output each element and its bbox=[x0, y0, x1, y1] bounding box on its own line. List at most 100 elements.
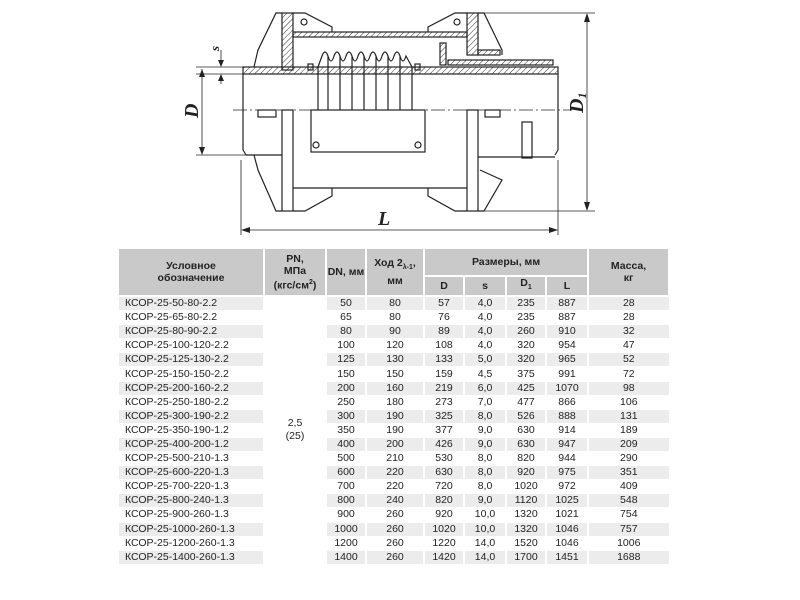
cell-l: 887 bbox=[544, 310, 589, 326]
cell-stroke: 240 bbox=[365, 493, 425, 509]
pn-value-kgf: (25) bbox=[285, 430, 305, 443]
cell-d: 530 bbox=[423, 451, 465, 467]
cell-d: 108 bbox=[423, 338, 465, 354]
cell-s: 14,0 bbox=[463, 535, 507, 551]
cell-d: 426 bbox=[423, 436, 465, 453]
cell-stroke: 130 bbox=[365, 352, 425, 368]
cell-d1: 526 bbox=[505, 408, 547, 424]
cell-dn: 400 bbox=[325, 436, 367, 453]
cell-l: 947 bbox=[544, 436, 589, 453]
header-name: Условное обозначение bbox=[117, 247, 265, 297]
cell-stroke: 120 bbox=[365, 338, 425, 354]
cell-l: 975 bbox=[544, 465, 589, 481]
cell-mass: 757 bbox=[587, 521, 670, 537]
label-d: D bbox=[181, 104, 203, 119]
cell-l: 972 bbox=[544, 479, 589, 495]
cell-d: 219 bbox=[423, 380, 465, 396]
header-l: L bbox=[544, 275, 590, 297]
cell-mass: 351 bbox=[587, 465, 670, 481]
cell-dn: 250 bbox=[325, 394, 367, 410]
cell-stroke: 80 bbox=[365, 310, 425, 326]
cell-mass: 1006 bbox=[587, 535, 670, 551]
cell-dn: 350 bbox=[325, 422, 367, 438]
header-d: D bbox=[423, 275, 465, 297]
right-flange bbox=[466, 12, 479, 56]
cell-l: 991 bbox=[544, 366, 589, 382]
cell-l: 954 bbox=[544, 338, 589, 354]
cell-dn: 100 bbox=[325, 338, 367, 354]
cell-name: КСОР-25-50-80-2.2 bbox=[117, 295, 265, 312]
cell-d1: 630 bbox=[505, 422, 547, 438]
cell-s: 4,0 bbox=[463, 310, 507, 326]
cell-d1: 320 bbox=[505, 338, 547, 354]
cell-l: 944 bbox=[544, 451, 589, 467]
cell-dn: 1200 bbox=[325, 535, 367, 551]
cell-name: КСОР-25-350-190-1.2 bbox=[117, 422, 265, 438]
cell-d: 920 bbox=[423, 507, 465, 523]
cell-name: КСОР-25-800-240-1.3 bbox=[117, 493, 265, 509]
cell-d: 1420 bbox=[423, 549, 465, 565]
shell bbox=[292, 31, 468, 38]
cell-name: КСОР-25-500-210-1.3 bbox=[117, 451, 265, 467]
cell-s: 9,0 bbox=[463, 436, 507, 453]
cell-mass: 28 bbox=[587, 295, 670, 312]
cell-dn: 1000 bbox=[325, 521, 367, 537]
cell-mass: 47 bbox=[587, 338, 670, 354]
cell-d1: 1020 bbox=[505, 479, 547, 495]
cell-stroke: 80 bbox=[365, 295, 425, 312]
cell-mass: 32 bbox=[587, 324, 670, 340]
cell-d: 159 bbox=[423, 366, 465, 382]
cell-s: 4,0 bbox=[463, 338, 507, 354]
cell-l: 914 bbox=[544, 422, 589, 438]
label-s: s bbox=[207, 46, 222, 52]
cell-pn: 2,5(25) bbox=[263, 295, 327, 565]
cell-s: 4,0 bbox=[463, 324, 507, 340]
cell-stroke: 260 bbox=[365, 521, 425, 537]
cell-name: КСОР-25-1200-260-1.3 bbox=[117, 535, 265, 551]
cell-mass: 209 bbox=[587, 436, 670, 453]
cell-s: 5,0 bbox=[463, 352, 507, 368]
cell-dn: 65 bbox=[325, 310, 367, 326]
cell-name: КСОР-25-900-260-1.3 bbox=[117, 507, 265, 523]
cell-stroke: 220 bbox=[365, 465, 425, 481]
cell-s: 8,0 bbox=[463, 479, 507, 495]
cell-mass: 409 bbox=[587, 479, 670, 495]
cell-d: 133 bbox=[423, 352, 465, 368]
cell-s: 6,0 bbox=[463, 380, 507, 396]
cell-l: 1070 bbox=[544, 380, 589, 396]
cell-d: 1220 bbox=[423, 535, 465, 551]
cell-stroke: 190 bbox=[365, 408, 425, 424]
cell-stroke: 150 bbox=[365, 366, 425, 382]
cell-stroke: 200 bbox=[365, 436, 425, 453]
cell-name: КСОР-25-200-160-2.2 bbox=[117, 380, 265, 396]
cell-dn: 300 bbox=[325, 408, 367, 424]
cell-l: 1021 bbox=[544, 507, 589, 523]
cell-mass: 1688 bbox=[587, 549, 670, 565]
cell-mass: 28 bbox=[587, 310, 670, 326]
specs-table: Условное обозначение PN,МПа(кгс/см2) DN,… bbox=[117, 247, 671, 565]
cell-l: 866 bbox=[544, 394, 589, 410]
cell-l: 887 bbox=[544, 295, 589, 312]
cell-mass: 548 bbox=[587, 493, 670, 509]
cell-mass: 131 bbox=[587, 408, 670, 424]
cell-dn: 800 bbox=[325, 493, 367, 509]
cell-name: КСОР-25-250-180-2.2 bbox=[117, 394, 265, 410]
cell-name: КСОР-25-125-130-2.2 bbox=[117, 352, 265, 368]
cell-name: КСОР-25-1000-260-1.3 bbox=[117, 521, 265, 537]
cell-l: 888 bbox=[544, 408, 589, 424]
cell-dn: 900 bbox=[325, 507, 367, 523]
cell-s: 8,0 bbox=[463, 465, 507, 481]
cell-dn: 50 bbox=[325, 295, 367, 312]
cell-s: 7,0 bbox=[463, 394, 507, 410]
header-pn: PN,МПа(кгс/см2) bbox=[263, 247, 327, 297]
cell-stroke: 260 bbox=[365, 535, 425, 551]
cell-d1: 1320 bbox=[505, 507, 547, 523]
cell-l: 1046 bbox=[544, 535, 589, 551]
